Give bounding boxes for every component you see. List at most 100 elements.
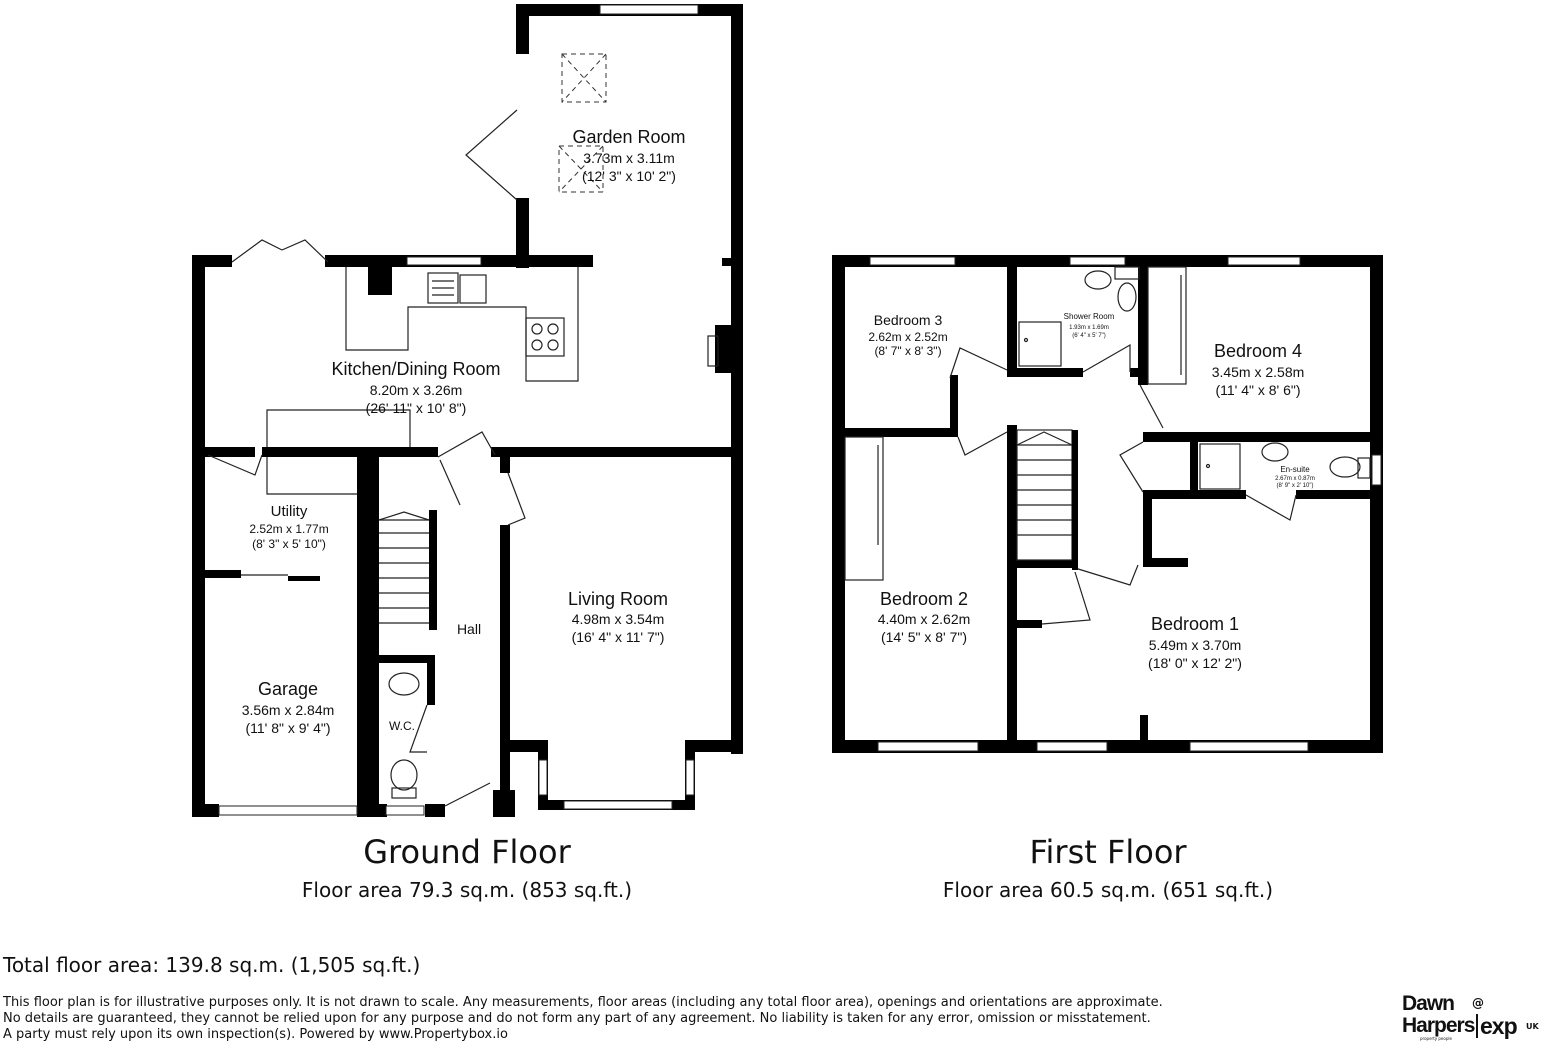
basin <box>390 759 418 791</box>
hob-ring <box>531 339 543 351</box>
wall <box>1007 425 1017 743</box>
room-dims-bedroom-4-imperial: (11' 4" x 8' 6") <box>1215 382 1300 398</box>
agency-logo: Dawn @ Harpers exp UK property people <box>1400 992 1540 1041</box>
wall <box>1017 560 1075 568</box>
hob <box>525 317 565 357</box>
logo-text-dawn: Dawn <box>1402 992 1455 1015</box>
wall <box>1143 558 1188 567</box>
first-floor-area: Floor area 60.5 sq.m. (651 sq.ft.) <box>943 878 1273 902</box>
window <box>877 741 979 752</box>
wall <box>1140 715 1148 745</box>
hob-ring <box>547 339 559 351</box>
wall <box>429 510 437 630</box>
window <box>1069 256 1126 266</box>
hearth <box>707 335 719 367</box>
window <box>385 805 425 816</box>
skylight <box>561 53 607 103</box>
hob-ring <box>531 323 543 335</box>
shower-tray <box>1199 443 1241 490</box>
shower-tray <box>1018 321 1062 367</box>
door <box>409 704 428 753</box>
wardrobe <box>844 436 884 581</box>
skylight <box>558 145 604 193</box>
logo-text-harpers: Harpers <box>1402 1014 1475 1037</box>
first-floor-title: First Floor <box>1029 833 1187 871</box>
utility-worktop <box>266 457 357 495</box>
wall <box>1143 497 1152 562</box>
hob-ring <box>547 323 559 335</box>
wall <box>367 447 379 817</box>
room-dims-kitchen-dining-imperial: (26' 11" x 10' 8") <box>366 400 467 416</box>
door <box>437 431 496 458</box>
wall <box>1007 368 1083 377</box>
wall <box>950 375 958 430</box>
wall <box>288 576 320 581</box>
toilet <box>388 672 420 696</box>
room-label-ensuite: En-suite <box>1280 465 1310 474</box>
wall <box>205 447 255 457</box>
wall <box>722 258 731 266</box>
wall <box>516 198 529 268</box>
room-dims-utility-imperial: (8' 3" x 5' 10") <box>252 537 326 551</box>
room-label-kitchen-dining: Kitchen/Dining Room <box>331 359 500 379</box>
wall <box>1130 368 1140 377</box>
room-dims-bedroom-3-imperial: (8' 7" x 8' 3") <box>874 344 941 358</box>
bifold-door <box>465 109 518 201</box>
wall <box>1296 490 1383 499</box>
kitchen-island <box>266 409 411 447</box>
stair-wall <box>1072 430 1078 570</box>
door <box>439 459 461 506</box>
room-dims-bedroom-2: 4.40m x 2.62m <box>878 611 971 627</box>
logo-text-uk: UK <box>1526 1022 1539 1031</box>
stair-winder <box>378 511 430 521</box>
wall <box>192 255 205 817</box>
room-dims-ensuite: 2.67m x 0.87m <box>1275 476 1315 482</box>
basin <box>1261 442 1289 462</box>
window <box>218 805 358 816</box>
wall <box>1007 255 1017 375</box>
ground-floor-area: Floor area 79.3 sq.m. (853 sq.ft.) <box>302 878 632 902</box>
window <box>869 256 956 266</box>
wall <box>832 255 845 753</box>
wall <box>500 525 510 805</box>
room-dims-shower-room-imperial: (6' 4" x 5' 7") <box>1072 333 1106 339</box>
kitchen-worktop <box>345 267 579 382</box>
room-label-garage: Garage <box>258 679 318 699</box>
room-dims-bedroom-3: 2.62m x 2.52m <box>868 330 947 344</box>
room-label-shower-room: Shower Room <box>1064 312 1115 321</box>
window <box>685 759 695 796</box>
room-label-bedroom-2: Bedroom 2 <box>880 589 968 609</box>
logo-separator <box>1476 1014 1478 1038</box>
room-label-garden-room: Garden Room <box>572 127 685 147</box>
french-door <box>231 239 329 263</box>
skylight <box>561 53 607 103</box>
wall <box>1190 432 1198 497</box>
room-dims-living-room-imperial: (16' 4" x 11' 7") <box>572 629 665 645</box>
room-label-bedroom-1: Bedroom 1 <box>1151 614 1239 634</box>
shower-drain <box>1023 337 1029 343</box>
cistern <box>1114 266 1140 280</box>
wall <box>516 4 529 54</box>
room-label-utility: Utility <box>271 503 308 520</box>
wall <box>845 428 958 437</box>
window <box>563 800 673 810</box>
wall <box>491 447 743 457</box>
window <box>1189 741 1309 752</box>
chimney-breast <box>368 255 392 295</box>
room-dims-garage: 3.56m x 2.84m <box>242 702 335 718</box>
fireplace <box>715 325 731 373</box>
room-dims-bedroom-1: 5.49m x 3.70m <box>1149 637 1242 653</box>
wall <box>357 447 367 817</box>
wall <box>1143 490 1246 499</box>
basin <box>1084 270 1112 290</box>
window <box>406 256 482 266</box>
ground-floor-plan: Garden Room 3.73m x 3.11m (12' 3" x 10' … <box>192 4 743 902</box>
door <box>1074 564 1139 586</box>
ground-floor-title: Ground Floor <box>363 833 571 871</box>
wardrobe <box>1147 266 1187 385</box>
door <box>507 472 526 526</box>
total-floor-area: Total floor area: 139.8 sq.m. (1,505 sq.… <box>3 953 421 977</box>
room-label-wc: W.C. <box>389 719 415 733</box>
door <box>1119 441 1144 493</box>
